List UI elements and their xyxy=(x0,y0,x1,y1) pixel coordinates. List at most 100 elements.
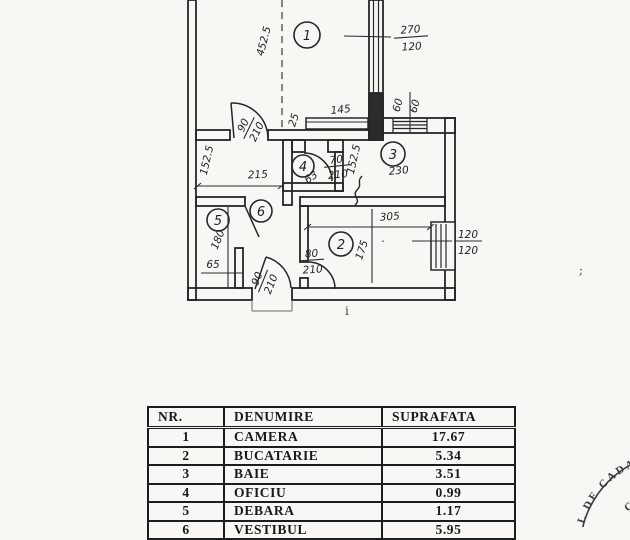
dim-door-camera: 90 210 xyxy=(235,116,267,143)
dim-pier: 25 xyxy=(286,112,302,129)
table-row: 2 BUCATARIE 5.34 xyxy=(147,445,516,466)
wall-camera-bottom-a xyxy=(195,129,231,141)
wall-oficiu-jamb-right xyxy=(327,139,344,153)
dimension-lines xyxy=(193,0,452,287)
door-entry xyxy=(254,256,292,290)
room-1-badge: 1 xyxy=(293,21,321,49)
header-nr: NR. xyxy=(147,406,225,429)
room-6-badge: 6 xyxy=(249,199,273,223)
svg-text:80: 80 xyxy=(304,248,318,261)
cell-suprafata: 1.17 xyxy=(381,501,516,522)
cell-nr: 1 xyxy=(147,426,225,448)
room-4-badge: 4 xyxy=(291,154,315,178)
wall-kitchen-left-stub xyxy=(299,277,309,289)
room-5-number: 5 xyxy=(214,214,222,229)
shelf-145 xyxy=(305,117,369,130)
cell-denumire: CAMERA xyxy=(223,426,383,448)
dim-window-kitchen: 120 120 xyxy=(454,229,482,257)
wall-pier-solid xyxy=(368,92,384,141)
cell-nr: 6 xyxy=(147,519,225,540)
svg-text:210: 210 xyxy=(302,263,323,276)
room-2-number: 2 xyxy=(337,238,345,253)
table-row: 5 DEBARA 1.17 xyxy=(147,501,516,522)
wall-left xyxy=(187,0,197,301)
cell-denumire: BUCATARIE xyxy=(223,445,383,466)
table-row: 6 VESTIBUL 5.95 xyxy=(147,519,516,540)
cell-suprafata: 0.99 xyxy=(381,482,516,503)
floor-plan-drawing: 1 2 3 4 5 6 452.5 270 120 xyxy=(187,0,630,540)
stamp-arc-text: L DE CADA xyxy=(575,457,630,525)
door-kitchen xyxy=(307,261,336,290)
room-1-number: 1 xyxy=(303,29,311,44)
cell-denumire: VESTIBUL xyxy=(223,519,383,540)
cadastre-stamp: L DE CADA C xyxy=(575,457,630,540)
doors xyxy=(230,102,363,312)
wall-camera-bottom-b xyxy=(267,129,370,141)
cell-suprafata: 3.51 xyxy=(381,464,516,485)
svg-text:90: 90 xyxy=(249,270,265,287)
cell-nr: 5 xyxy=(147,501,225,522)
dim-window-camera: 270 120 xyxy=(394,23,428,54)
wall-debara-right xyxy=(234,247,244,289)
svg-text:270: 270 xyxy=(400,23,421,36)
dim-door-kitchen: 80 210 xyxy=(299,248,325,277)
cell-suprafata: 17.67 xyxy=(381,426,516,448)
room-2-badge: 2 xyxy=(328,231,354,257)
svg-text:90: 90 xyxy=(235,116,252,134)
table-row: 4 OFICIU 0.99 xyxy=(147,482,516,503)
dim-baie-height: 152.5 xyxy=(345,143,364,175)
windows xyxy=(392,118,456,271)
room-circles: 1 2 3 4 5 6 xyxy=(206,21,406,257)
svg-text:L DE CADA: L DE CADA xyxy=(575,457,630,525)
header-suprafata: SUPRAFATA xyxy=(381,406,516,429)
mark-semicolon: ; xyxy=(579,263,583,277)
stamp-inner-letter: C xyxy=(622,498,630,514)
scanned-floor-plan-page: { "colors": { "ink": "#262626", "paper":… xyxy=(147,0,630,540)
cell-nr: 2 xyxy=(147,445,225,466)
wall-bottom-right xyxy=(291,287,456,301)
dim-debara-width: 65 xyxy=(206,259,220,271)
table-row: 3 BAIE 3.51 xyxy=(147,464,516,485)
dim-shelf: 145 xyxy=(330,103,352,117)
dim-vestibul-height: 152.5 xyxy=(198,144,217,176)
cell-nr: 4 xyxy=(147,482,225,503)
cell-denumire: BAIE xyxy=(223,464,383,485)
svg-text:70: 70 xyxy=(329,153,344,166)
dim-total-height: 452.5 xyxy=(254,25,273,57)
entry-threshold xyxy=(251,300,293,312)
cell-nr: 3 xyxy=(147,464,225,485)
dimline-215 xyxy=(193,182,286,190)
cell-suprafata: 5.95 xyxy=(381,519,516,540)
table-header-row: NR. DENUMIRE SUPRAFATA xyxy=(147,406,516,429)
wall-debara-top xyxy=(195,196,246,207)
dim-door-oficiu: 70 210 xyxy=(324,153,350,182)
door-debara xyxy=(244,205,260,238)
leader-270-120 xyxy=(343,35,392,38)
kitchen-window xyxy=(430,221,456,271)
room-3-badge: 3 xyxy=(380,141,406,167)
cell-suprafata: 5.34 xyxy=(381,445,516,466)
wall-kitchen-top xyxy=(299,196,446,207)
scan-marks: ; i . xyxy=(345,231,583,318)
room-4-number: 4 xyxy=(299,160,307,175)
svg-text:120: 120 xyxy=(458,229,478,241)
baie-door-squiggle xyxy=(354,175,363,206)
room-5-badge: 5 xyxy=(206,208,230,232)
dim-kitchen-width: 305 xyxy=(379,210,400,223)
dim-debara-height: 180 xyxy=(209,228,228,251)
dim-kitchen-depth: 175 xyxy=(353,238,371,261)
cell-denumire: DEBARA xyxy=(223,501,383,522)
wall-vestibul-oficiu xyxy=(282,139,293,206)
wall-right xyxy=(444,117,456,301)
svg-text:120: 120 xyxy=(401,40,422,53)
wall-kitchen-left xyxy=(299,205,309,263)
wall-oficiu-jamb-left xyxy=(291,139,306,153)
dimline-305 xyxy=(303,223,435,231)
header-denumire: DENUMIRE xyxy=(223,406,383,429)
cell-denumire: OFICIU xyxy=(223,482,383,503)
mark-tick: i xyxy=(345,304,349,318)
svg-text:210: 210 xyxy=(327,168,349,182)
dim-vestibul-width: 215 xyxy=(248,168,269,181)
wall-oficiu-bottom xyxy=(282,182,344,192)
table-row: 1 CAMERA 17.67 xyxy=(147,426,516,448)
